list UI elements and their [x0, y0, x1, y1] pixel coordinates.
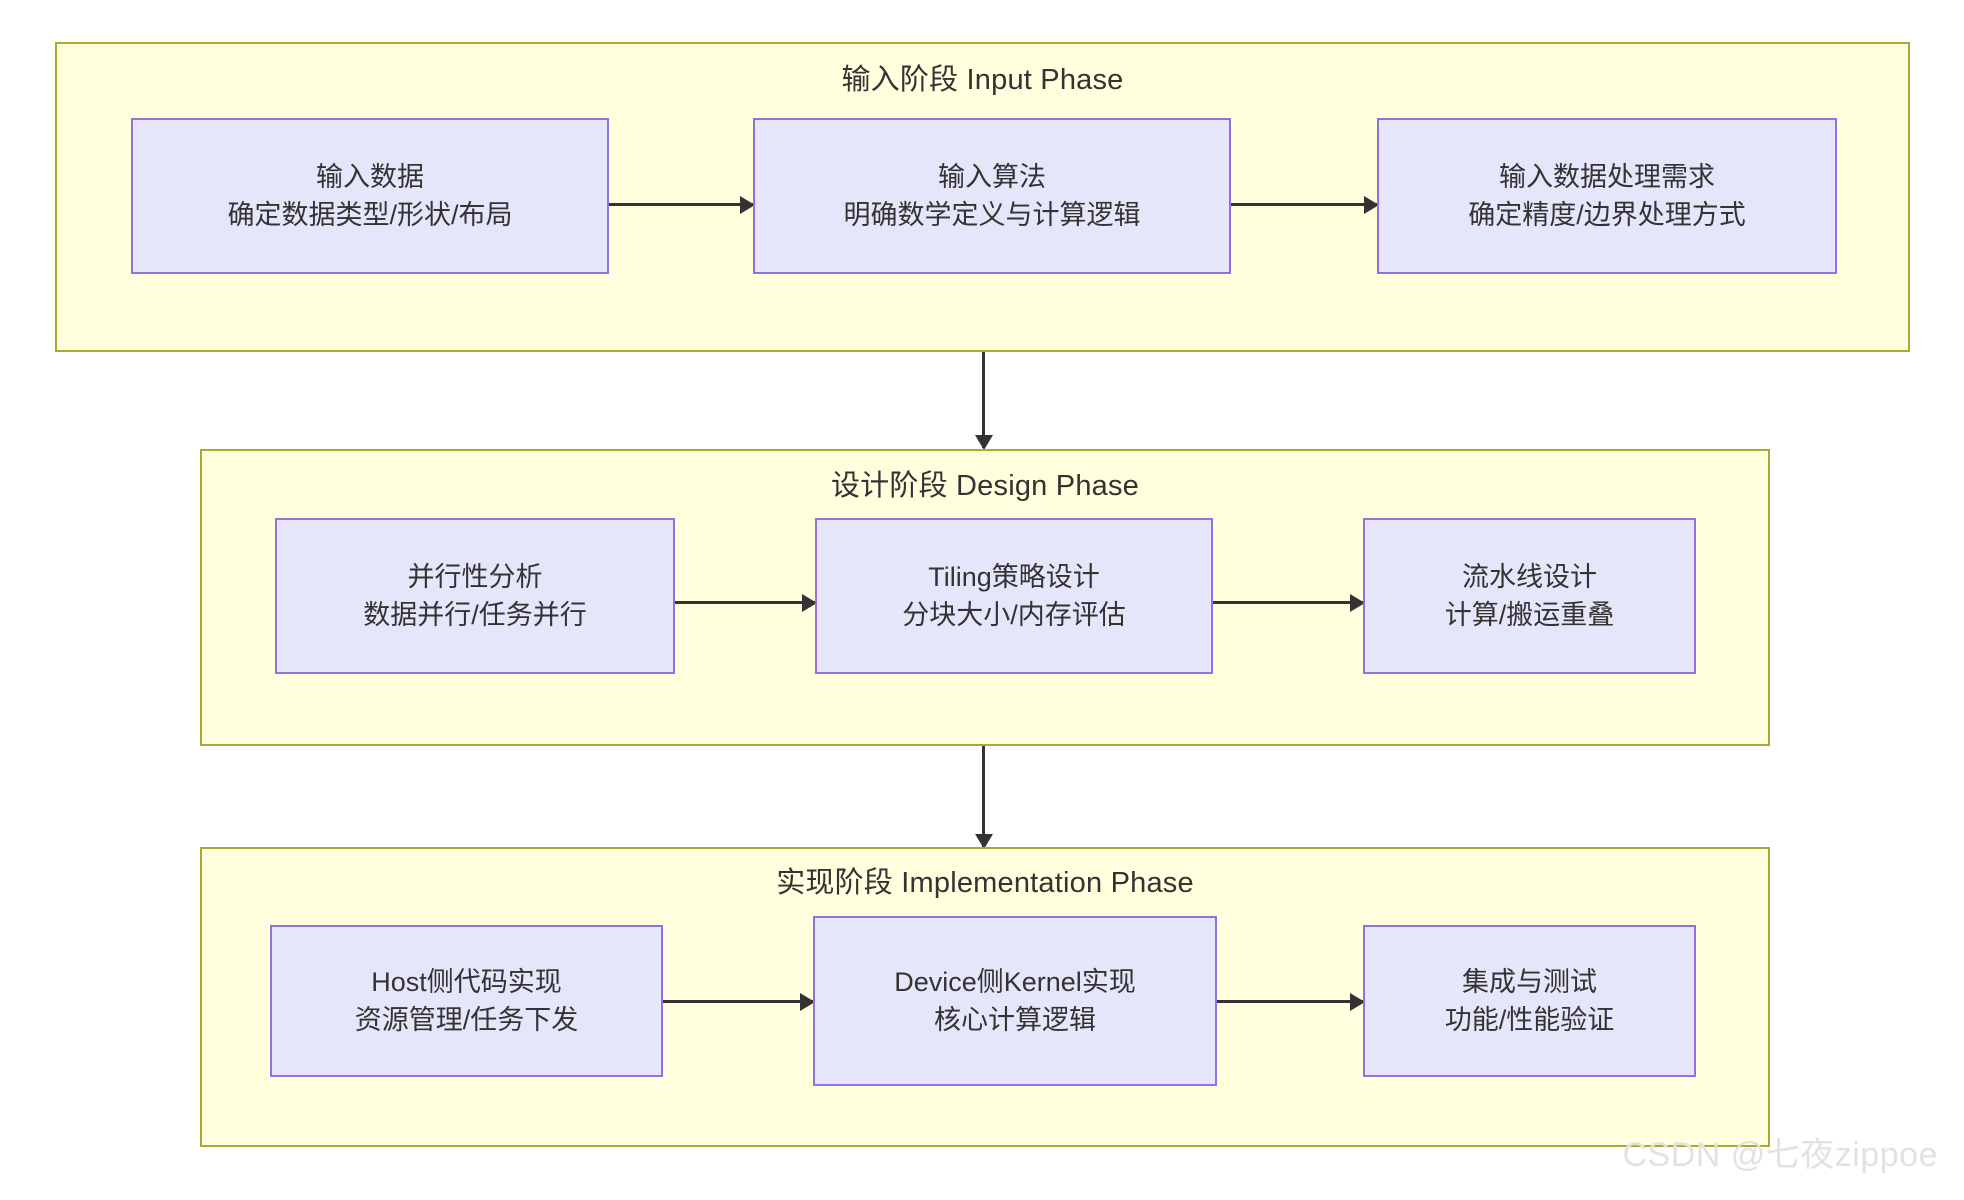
node-device-kernel-line2: 核心计算逻辑 [934, 1005, 1096, 1035]
phase-title-implementation: 实现阶段 Implementation Phase [776, 867, 1194, 899]
arrow-input-data-to-algorithm [609, 203, 753, 206]
node-integration-test-line1: 集成与测试 [1462, 966, 1597, 997]
arrow-parallelism-to-tiling [675, 601, 815, 604]
node-host-code-line1: Host侧代码实现 [371, 966, 562, 997]
node-input-algorithm-line1: 输入算法 [938, 161, 1046, 192]
node-host-code[interactable]: Host侧代码实现 资源管理/任务下发 [270, 925, 663, 1077]
node-host-code-line2: 资源管理/任务下发 [354, 1005, 579, 1035]
node-device-kernel-line1: Device侧Kernel实现 [894, 966, 1136, 997]
node-tiling-strategy-line2: 分块大小/内存评估 [902, 600, 1126, 630]
node-pipeline-design-line2: 计算/搬运重叠 [1444, 600, 1615, 630]
node-input-requirement-line2: 确定精度/边界处理方式 [1468, 200, 1746, 230]
phase-title-design: 设计阶段 Design Phase [830, 470, 1139, 502]
node-input-data-line1: 输入数据 [316, 161, 424, 192]
arrow-input-phase-to-design-phase [982, 352, 985, 448]
node-input-data-line2: 确定数据类型/形状/布局 [227, 200, 513, 230]
arrow-input-algorithm-to-requirement [1231, 203, 1377, 206]
node-pipeline-design-line1: 流水线设计 [1462, 561, 1597, 592]
node-input-algorithm-line2: 明确数学定义与计算逻辑 [843, 200, 1141, 230]
phase-title-input: 输入阶段 Input Phase [841, 64, 1124, 96]
arrow-host-to-device-kernel [663, 1000, 813, 1003]
node-parallelism-analysis-line2: 数据并行/任务并行 [363, 600, 587, 630]
arrow-device-kernel-to-integration [1217, 1000, 1363, 1003]
node-tiling-strategy-line1: Tiling策略设计 [928, 561, 1100, 592]
arrow-tiling-to-pipeline [1213, 601, 1363, 604]
node-input-requirement-line1: 输入数据处理需求 [1499, 161, 1715, 192]
node-input-data[interactable]: 输入数据 确定数据类型/形状/布局 [131, 118, 609, 274]
csdn-watermark: CSDN @七夜zippoe [1622, 1136, 1938, 1174]
node-pipeline-design[interactable]: 流水线设计 计算/搬运重叠 [1363, 518, 1696, 674]
node-input-requirement[interactable]: 输入数据处理需求 确定精度/边界处理方式 [1377, 118, 1837, 274]
node-parallelism-analysis-line1: 并行性分析 [407, 561, 543, 592]
node-integration-test-line2: 功能/性能验证 [1444, 1005, 1615, 1035]
node-input-algorithm[interactable]: 输入算法 明确数学定义与计算逻辑 [753, 118, 1231, 274]
node-integration-test[interactable]: 集成与测试 功能/性能验证 [1363, 925, 1696, 1077]
node-device-kernel[interactable]: Device侧Kernel实现 核心计算逻辑 [813, 916, 1217, 1086]
node-parallelism-analysis[interactable]: 并行性分析 数据并行/任务并行 [275, 518, 675, 674]
arrow-design-phase-to-implementation-phase [982, 746, 985, 847]
node-tiling-strategy[interactable]: Tiling策略设计 分块大小/内存评估 [815, 518, 1213, 674]
